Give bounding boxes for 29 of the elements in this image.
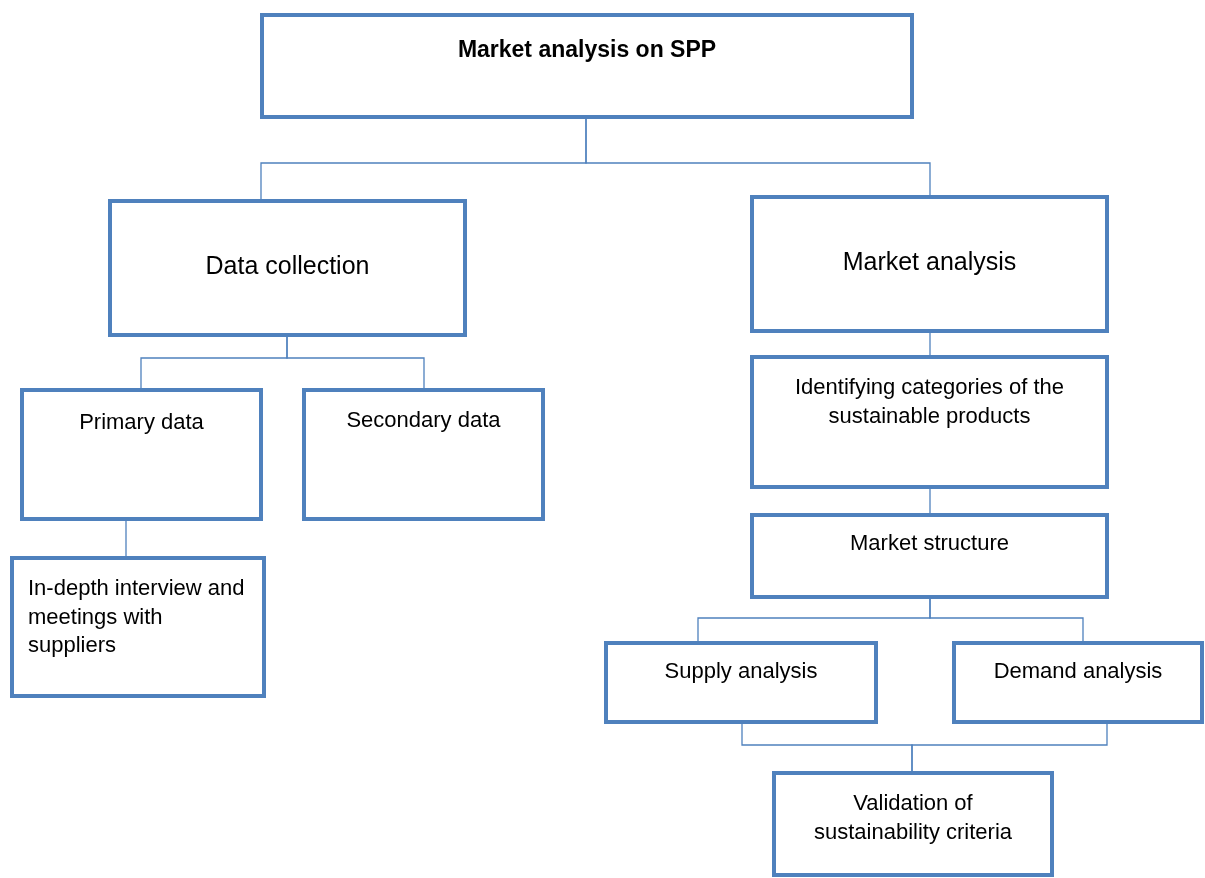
process-box — [750, 513, 1109, 599]
connector-line — [929, 598, 1084, 642]
box-label: Identifying categories of the sustainable products — [793, 373, 1066, 430]
process-box — [750, 195, 1109, 333]
box-label: Primary data — [79, 408, 204, 436]
box-label: Market analysis on SPP — [457, 35, 717, 64]
box-label: In-depth interview and meetings with suppliers — [28, 574, 246, 660]
connector-line — [125, 520, 127, 557]
connector-line — [585, 118, 931, 196]
process-box — [604, 641, 878, 724]
process-box — [952, 641, 1204, 724]
box-label: Market analysis — [842, 246, 1017, 277]
connector-line — [286, 336, 425, 389]
box-label: Validation of sustainability criteria — [812, 789, 1014, 846]
box-label: Market structure — [850, 529, 1009, 557]
process-box — [10, 556, 266, 698]
box-label: Demand analysis — [993, 657, 1163, 685]
box-label: Supply analysis — [664, 657, 818, 685]
connector-line — [929, 488, 931, 514]
box-label: Data collection — [205, 250, 370, 281]
process-box — [260, 13, 914, 119]
connector-line — [929, 332, 931, 356]
box-label: Secondary data — [346, 406, 501, 434]
process-box — [20, 388, 263, 521]
process-box — [772, 771, 1054, 877]
connector-line — [911, 723, 1108, 772]
process-box — [108, 199, 467, 337]
process-box — [302, 388, 545, 521]
process-box — [750, 355, 1109, 489]
